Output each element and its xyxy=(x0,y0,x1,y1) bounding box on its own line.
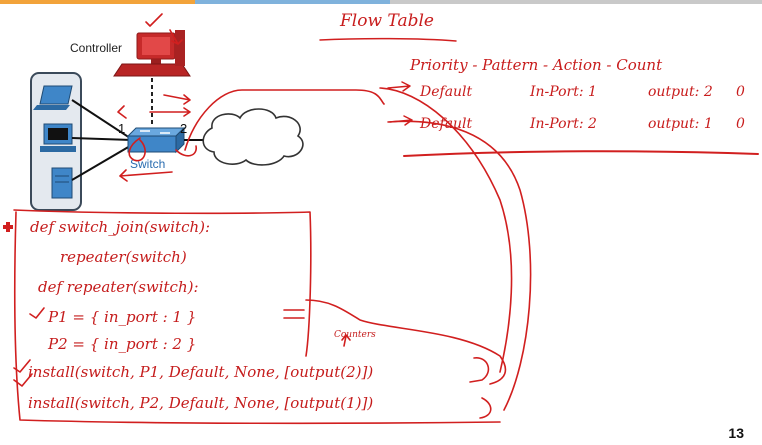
code-line-3: def repeater(switch): xyxy=(38,278,199,296)
top-accent-blue xyxy=(195,0,390,4)
page-number: 13 xyxy=(728,425,744,441)
counters-annotation: Counters xyxy=(334,330,376,340)
link-laptop xyxy=(71,99,131,139)
laptop-icon xyxy=(33,85,73,110)
row-2-priority: Default xyxy=(419,116,473,132)
row-2-count: 0 xyxy=(736,116,745,132)
diagram-annotations xyxy=(117,13,385,182)
port-1-label: 1 xyxy=(118,121,125,136)
switch-icon xyxy=(126,126,186,154)
code-line-7: install(switch, P2, Default, None, [outp… xyxy=(28,394,373,412)
link-server xyxy=(71,145,131,181)
flow-table-row: Default In-Port: 1 output: 2 0 xyxy=(419,84,745,100)
top-accent-gray xyxy=(390,0,762,4)
row-2-action: output: 1 xyxy=(648,116,713,132)
flow-table-header: Priority - Pattern - Action - Count xyxy=(409,56,663,74)
controller-label: Controller xyxy=(70,41,122,55)
flow-table: Flow Table Priority - Pattern - Action -… xyxy=(319,11,759,157)
port-2-label: 2 xyxy=(180,121,187,136)
server-icon xyxy=(51,167,73,199)
code-line-1: def switch_join(switch): xyxy=(30,218,210,236)
row-1-arrow xyxy=(387,81,411,92)
plus-icon xyxy=(3,222,13,232)
row-2-arrow xyxy=(389,115,413,126)
code-annotations xyxy=(13,87,532,425)
row-1-priority: Default xyxy=(419,84,473,100)
code-line-6: install(switch, P1, Default, None, [outp… xyxy=(28,363,373,381)
row-2-pattern: In-Port: 2 xyxy=(529,116,597,132)
title-underline xyxy=(319,37,457,42)
code-block: def switch_join(switch): repeater(switch… xyxy=(3,218,376,412)
flow-table-divider xyxy=(403,150,759,157)
row-1-count: 0 xyxy=(736,84,745,100)
cloud-icon xyxy=(202,108,304,166)
flow-table-title: Flow Table xyxy=(339,11,434,31)
row-1-pattern: In-Port: 1 xyxy=(529,84,597,100)
switch-label: Switch xyxy=(130,157,165,171)
link-desktop xyxy=(71,137,131,141)
row-1-action: output: 2 xyxy=(648,84,713,100)
desktop-icon xyxy=(40,123,76,152)
flow-table-row: Default In-Port: 2 output: 1 0 xyxy=(419,116,745,132)
controller-icon xyxy=(113,30,191,77)
code-line-2: repeater(switch) xyxy=(60,248,187,266)
network-diagram: Controller xyxy=(30,30,304,211)
code-line-4: P1 = { in_port : 1 } xyxy=(47,308,196,326)
code-line-5: P2 = { in_port : 2 } xyxy=(47,335,196,353)
top-accent-orange xyxy=(0,0,195,4)
